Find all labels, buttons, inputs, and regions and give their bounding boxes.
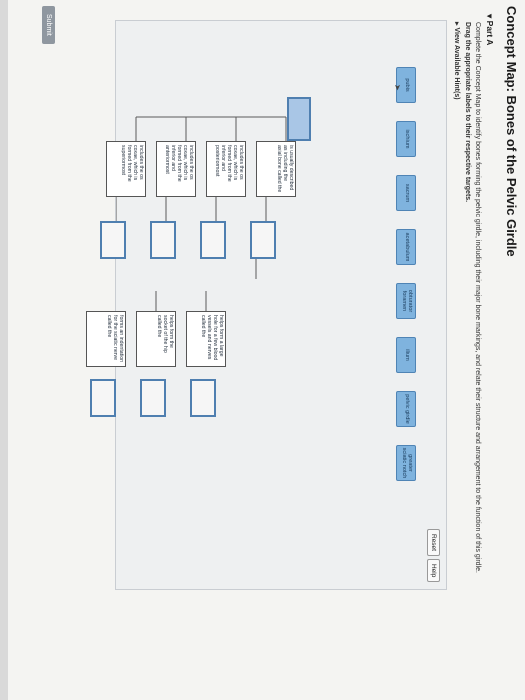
description-box: includes the os coxae, which is formed f… (206, 141, 246, 197)
concept-map-panel: Reset Help pubis ischium sacrum acetabul… (86, 20, 447, 590)
part-a-header[interactable]: ▾ Part A (484, 14, 495, 45)
page: Concept Map: Bones of the Pelvic Girdle … (8, 0, 525, 700)
root-drop-target[interactable] (287, 97, 311, 141)
caret-right-icon: ▸ (453, 22, 460, 26)
description-box: includes the os coxae, which is formed f… (156, 141, 196, 197)
description-box: helps form a large hole for a few blood … (186, 311, 226, 367)
description-box: includes the os coxae, which is formed f… (106, 141, 146, 197)
description-box: is usually described as including the ax… (256, 141, 296, 197)
drop-target-7[interactable] (90, 379, 116, 417)
connector-lines (116, 116, 287, 363)
drag-instruction: Drag the appropriate labels to their res… (464, 22, 471, 203)
concept-map-diagram: is usually described as including the ax… (86, 21, 446, 589)
drop-target-5[interactable] (190, 379, 216, 417)
part-label: Part A (485, 20, 495, 46)
page-title: Concept Map: Bones of the Pelvic Girdle (504, 6, 519, 257)
rotated-view: Concept Map: Bones of the Pelvic Girdle … (8, 0, 525, 700)
hints-label: View Available Hint(s) (453, 27, 460, 100)
drop-target-1[interactable] (250, 221, 276, 259)
description-box: helps form the socket of the hip called … (136, 311, 176, 367)
drop-target-6[interactable] (140, 379, 166, 417)
description-box: forms an indentation for the sciatic ner… (86, 311, 126, 367)
instruction-text: Complete the Concept Map to identify bon… (474, 22, 481, 573)
drop-target-4[interactable] (100, 221, 126, 259)
content: Concept Map: Bones of the Pelvic Girdle … (8, 0, 525, 700)
view-hints-link[interactable]: ▸ View Available Hint(s) (453, 22, 461, 100)
expand-triangle-icon: ▾ (485, 14, 495, 19)
drop-target-2[interactable] (200, 221, 226, 259)
submit-button[interactable]: Submit (42, 6, 55, 44)
drop-target-3[interactable] (150, 221, 176, 259)
